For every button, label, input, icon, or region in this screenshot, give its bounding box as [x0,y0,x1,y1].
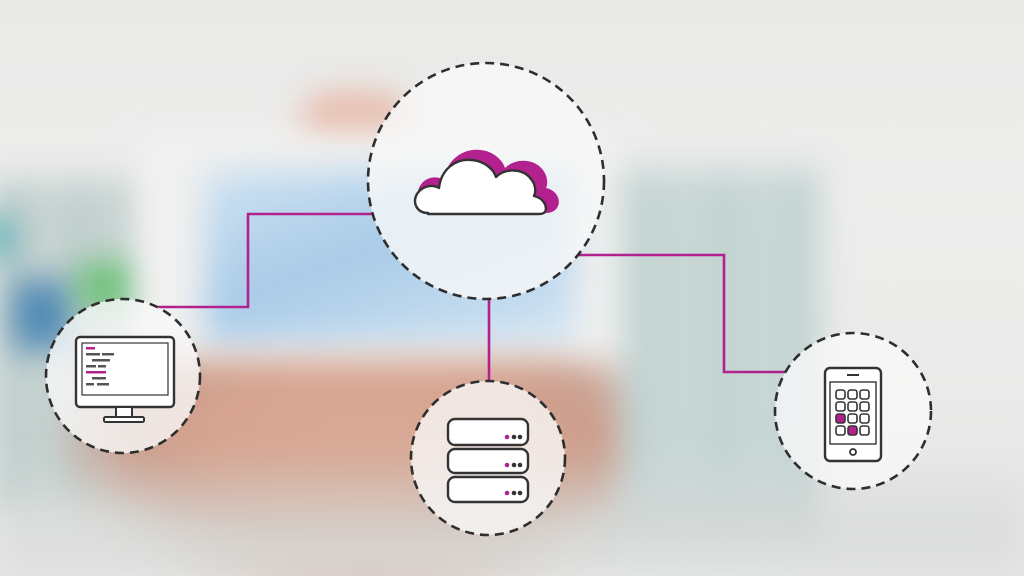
connector-cloud-tablet [577,253,786,374]
desktop-monitor-icon [74,335,176,423]
database-server-icon [446,417,530,504]
database-node [409,379,567,537]
keypad-key [847,389,858,400]
cloud-icon [413,149,559,216]
keypad-key [859,425,870,436]
keypad-key [847,413,858,424]
desktop-node [44,297,202,455]
tablet-keypad [835,389,870,436]
keypad-key [859,401,870,412]
cloud-node [366,61,606,301]
keypad-key [835,425,846,436]
cloud-shape [413,158,548,216]
connector-cloud-desktop [158,212,374,309]
keypad-key [835,401,846,412]
keypad-key [847,425,858,436]
keypad-key [835,389,846,400]
keypad-key [835,413,846,424]
background-teal-shape [0,215,12,261]
keypad-key [859,413,870,424]
keypad-key [847,401,858,412]
tablet-keypad-icon [823,366,883,463]
keypad-key [859,389,870,400]
tablet-node [773,331,933,491]
